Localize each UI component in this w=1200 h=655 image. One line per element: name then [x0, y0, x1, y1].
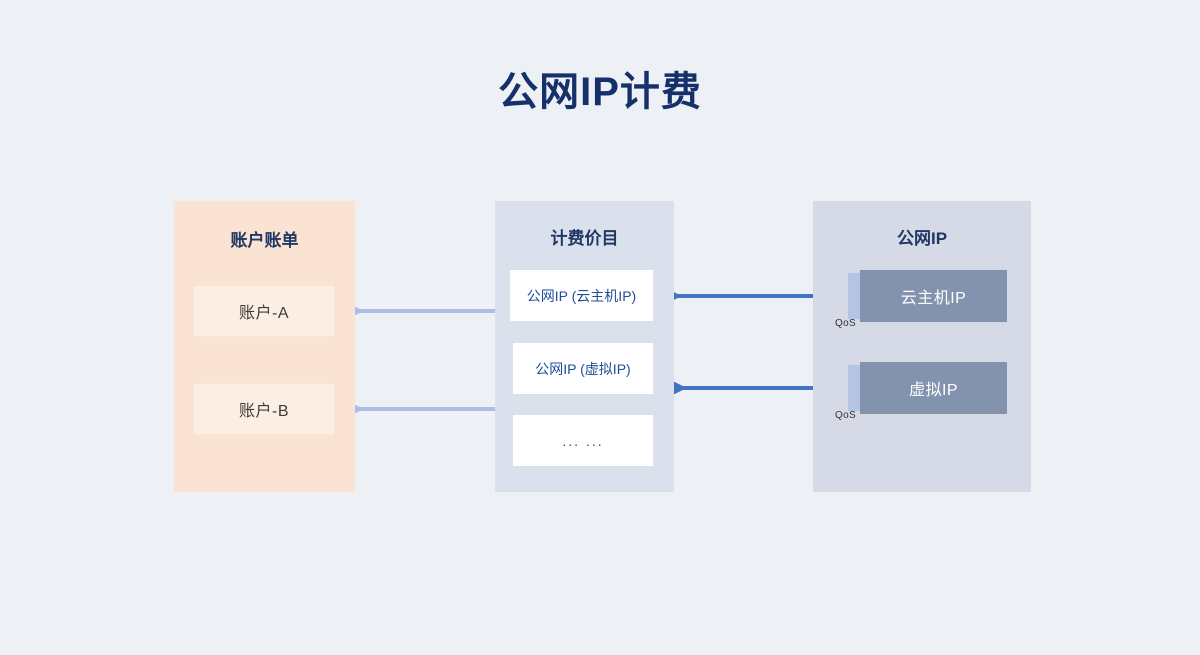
public-ip-item-cloud-host-label: 云主机IP [900, 290, 967, 307]
price-item-cloud-host-ip[interactable]: 公网IP (云主机IP) [510, 270, 653, 321]
price-item-virtual-ip-label: 公网IP (虚拟IP) [535, 360, 631, 377]
panel-public-ip: 公网IP 云主机IP QoS 虚拟IP QoS [813, 201, 1031, 492]
account-item-b[interactable]: 账户-B [193, 383, 335, 435]
public-ip-item-cloud-host[interactable]: 云主机IP [860, 270, 1007, 322]
qos-tab-cloud-host-ip [848, 273, 862, 319]
account-item-a[interactable]: 账户-A [193, 285, 335, 337]
price-item-cloud-host-ip-label: 公网IP (云主机IP) [526, 287, 637, 304]
qos-tab-virtual-ip [848, 365, 862, 411]
account-item-a-label: 账户-A [238, 305, 289, 322]
public-ip-item-virtual-label: 虚拟IP [908, 382, 959, 399]
panel-account-bill: 账户账单 账户-A 账户-B [174, 201, 355, 492]
price-item-more[interactable]: ... ... [513, 415, 653, 466]
panel-public-ip-title: 公网IP [896, 229, 948, 248]
price-item-virtual-ip[interactable]: 公网IP (虚拟IP) [513, 343, 653, 394]
page-title: 公网IP计费 [498, 70, 702, 114]
qos-label-virtual-ip: QoS [835, 410, 856, 421]
panel-pricing-catalog: 计费价目 公网IP (云主机IP) 公网IP (虚拟IP) ... ... [495, 201, 674, 492]
public-ip-item-virtual[interactable]: 虚拟IP [860, 362, 1007, 414]
panel-pricing-catalog-title: 计费价目 [550, 229, 619, 248]
price-item-more-label: ... ... [562, 432, 604, 449]
panel-account-bill-title: 账户账单 [230, 231, 299, 250]
account-item-b-label: 账户-B [238, 403, 289, 420]
qos-label-cloud-host-ip: QoS [835, 318, 856, 329]
